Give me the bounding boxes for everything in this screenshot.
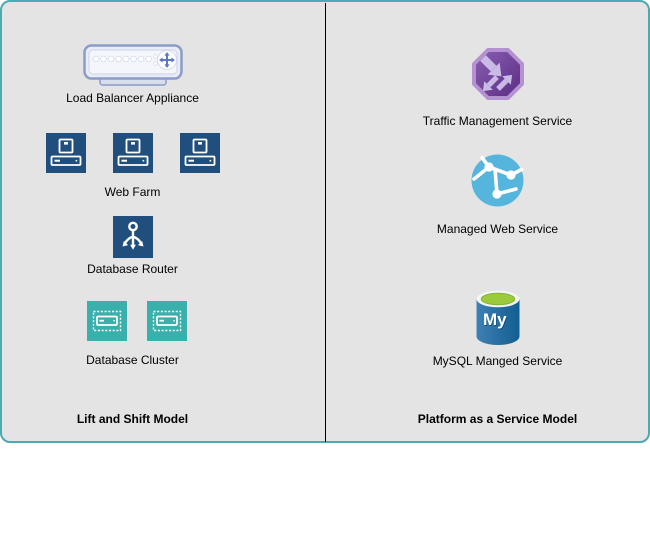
load-balancer-label: Load Balancer Appliance	[66, 91, 199, 105]
left-panel-title: Lift and Shift Model	[76, 412, 189, 426]
mysql-label: MySQL Manged Service	[432, 354, 563, 368]
database-router-label: Database Router	[87, 262, 178, 276]
web-server-icon	[112, 133, 153, 173]
database-cluster-icon	[147, 301, 187, 341]
traffic-manager-icon	[471, 48, 524, 100]
traffic-management-label: Traffic Management Service	[422, 114, 573, 128]
web-server-icon	[45, 133, 86, 173]
load-balancer-appliance-icon	[82, 44, 183, 86]
managed-web-group: Managed Web Service	[335, 154, 650, 236]
database-router-group: Database Router	[0, 216, 295, 276]
load-balancer-group: Load Balancer Appliance	[0, 44, 295, 105]
managed-web-label: Managed Web Service	[436, 222, 559, 236]
panel-divider	[325, 3, 326, 442]
traffic-management-group: Traffic Management Service	[335, 47, 650, 128]
web-farm-group: Web Farm	[0, 133, 295, 199]
diagram-container: Load Balancer Appliance	[0, 0, 650, 443]
web-server-icon	[179, 133, 220, 173]
mysql-icon-text: My	[483, 310, 507, 329]
web-farm-label: Web Farm	[104, 185, 161, 199]
mysql-icon-shadow-text: My	[483, 311, 507, 330]
right-panel-title: Platform as a Service Model	[417, 412, 578, 426]
database-cluster-icon	[87, 301, 127, 341]
database-router-icon	[112, 216, 153, 258]
mysql-group: My My MySQL Manged Service	[335, 289, 650, 368]
database-cluster-group: Database Cluster	[0, 301, 295, 367]
database-cluster-label: Database Cluster	[86, 353, 179, 367]
mysql-database-icon: My My	[476, 290, 519, 345]
web-globe-icon	[471, 154, 524, 207]
four-way-arrow-icon	[158, 52, 175, 68]
